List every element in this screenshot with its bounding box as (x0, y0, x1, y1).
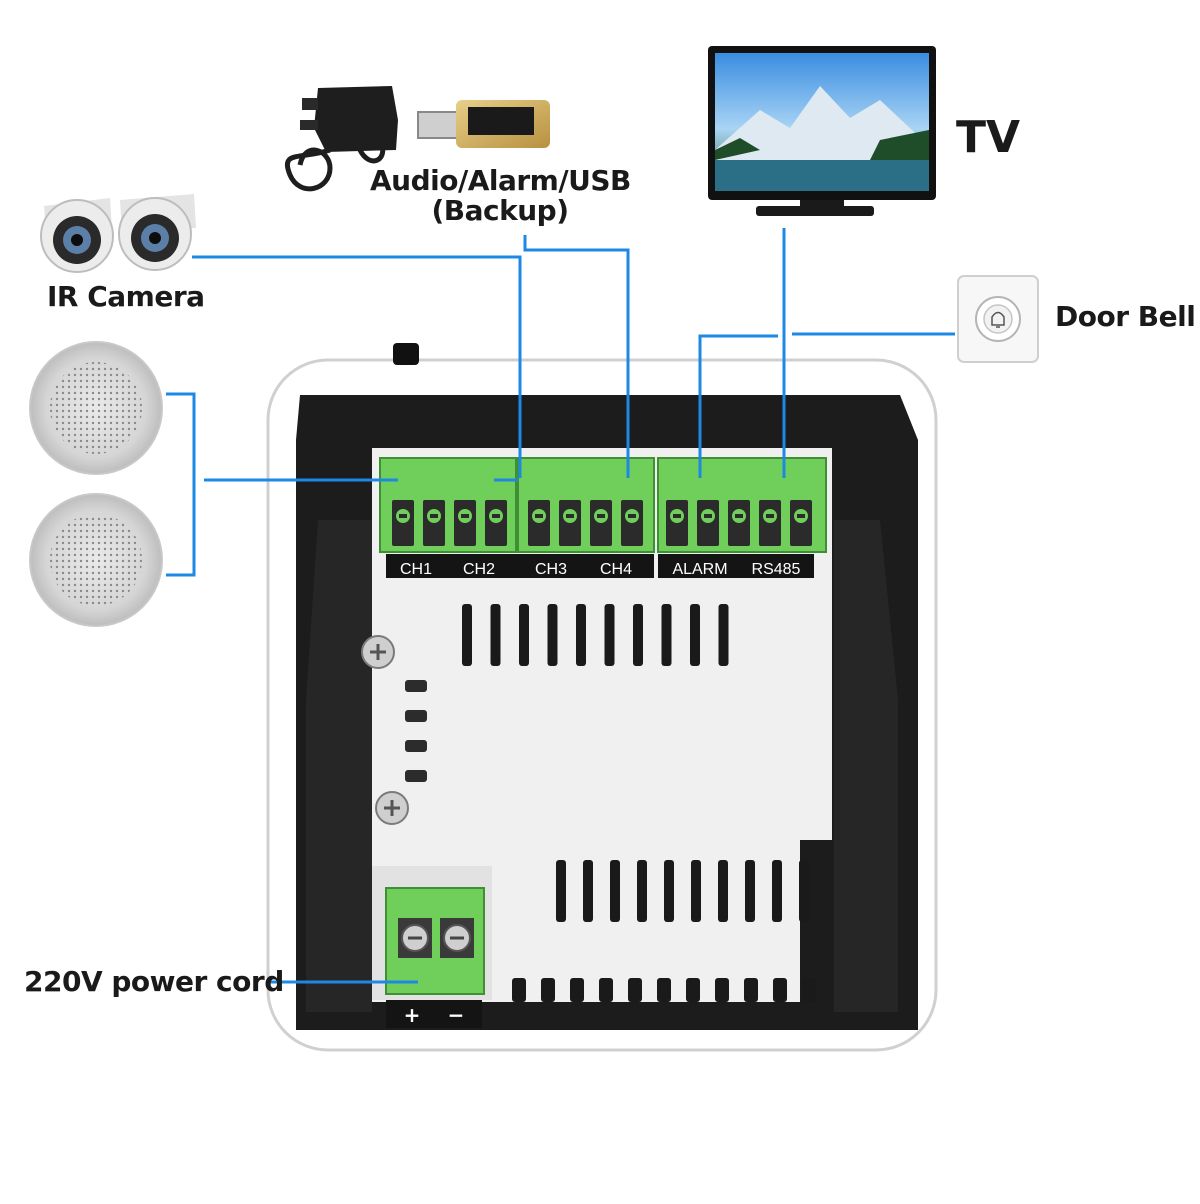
vent-slot (519, 604, 529, 666)
wiring-lines (166, 228, 955, 984)
label-tv: TV (956, 112, 1021, 163)
vent-slot (718, 860, 728, 922)
vent-slot (772, 860, 782, 922)
speaker-icon (29, 493, 163, 627)
housing-tooth (599, 978, 613, 1002)
vent-slot (637, 860, 647, 922)
terminal-label-ch4: CH4 (600, 561, 632, 578)
vent-slot (583, 860, 593, 922)
housing-tooth (628, 978, 642, 1002)
power-terminal-block: + − (372, 866, 492, 1028)
ir-camera-icon (40, 198, 114, 273)
housing-tooth (512, 978, 526, 1002)
terminal-screw-head (566, 514, 574, 518)
terminal-label-ch2: CH2 (463, 561, 495, 578)
terminal-label-minus: − (448, 1003, 465, 1027)
terminal-screw-head (430, 514, 438, 518)
label-audio-alarm-usb: Audio/Alarm/USB (370, 164, 631, 197)
terminal-label-alarm: ALARM (672, 561, 727, 578)
terminal-screw-head (735, 514, 743, 518)
vent-slot (576, 604, 586, 666)
label-door-bell: Door Bell (1055, 300, 1196, 333)
terminal-screw-head (673, 514, 681, 518)
terminal-label-ch3: CH3 (535, 561, 567, 578)
usb-stick-icon (417, 100, 550, 148)
vent-slot (462, 604, 472, 666)
terminal-label-plus: + (404, 1003, 421, 1027)
housing-tooth (773, 978, 787, 1002)
terminal-label-rs485: RS485 (752, 561, 801, 578)
terminal-screw-head (766, 514, 774, 518)
terminal-block-alarm-rs485 (657, 457, 827, 553)
speaker-icon (29, 341, 163, 475)
vent-slot (691, 860, 701, 922)
terminal-block-ch3-ch4 (517, 457, 655, 553)
ventilation-slots (556, 860, 809, 922)
terminal-label-ch1: CH1 (400, 561, 432, 578)
housing-tooth (570, 978, 584, 1002)
terminal-screw-head (704, 514, 712, 518)
vent-slot (547, 604, 558, 666)
terminal-screw-head (399, 514, 407, 518)
vent-slot (556, 860, 566, 922)
terminal-screw-head (535, 514, 543, 518)
door-bell-icon (957, 275, 1039, 363)
power-adapter-icon (285, 86, 398, 192)
vent-slot (799, 860, 809, 922)
terminal-screw-head (597, 514, 605, 518)
terminal-screw-head (461, 514, 469, 518)
housing-teeth (512, 978, 816, 1002)
vent-slot (690, 604, 700, 666)
vent-slot (664, 860, 674, 922)
label-backup: (Backup) (431, 194, 569, 227)
vent-slot (604, 604, 615, 666)
housing-tooth (802, 978, 816, 1002)
vent-slot (610, 860, 620, 922)
housing-tooth (657, 978, 671, 1002)
terminal-screw-head (492, 514, 500, 518)
vent-slot (718, 604, 729, 666)
housing-tooth (686, 978, 700, 1002)
vent-slot (633, 604, 643, 666)
vent-slot (661, 604, 672, 666)
tv-icon (708, 46, 936, 216)
vent-slot (745, 860, 755, 922)
label-ir-camera: IR Camera (47, 280, 205, 313)
housing-tooth (541, 978, 555, 1002)
terminal-block-ch1-ch2 (379, 457, 517, 553)
device-back-panel (266, 343, 938, 1052)
ir-camera-icon (118, 194, 196, 271)
screw-icon (375, 791, 409, 825)
terminal-screw-head (628, 514, 636, 518)
vent-slot (490, 604, 501, 666)
housing-tooth (715, 978, 729, 1002)
ventilation-slots (462, 604, 729, 666)
housing-tooth (744, 978, 758, 1002)
terminal-screw-head (797, 514, 805, 518)
screw-icon (361, 635, 395, 669)
label-power-cord: 220V power cord (24, 965, 284, 998)
